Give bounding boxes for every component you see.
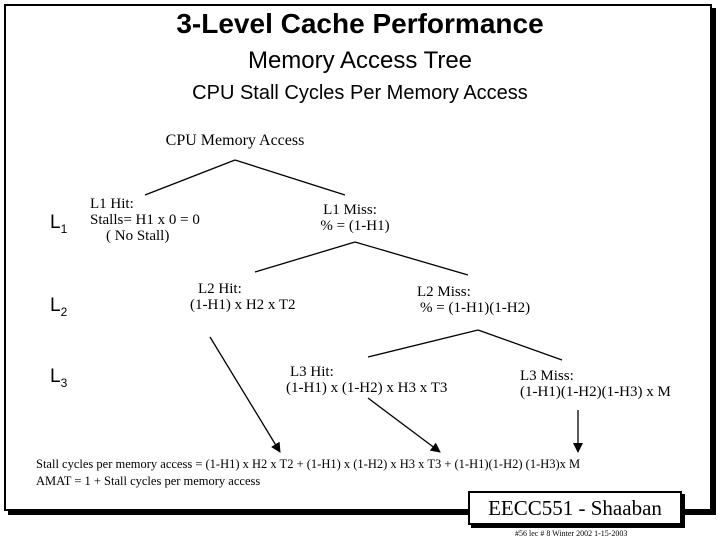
node-l2-miss-label: L2 Miss: [417,284,471,300]
course-badge: EECC551 - Shaaban [468,491,682,525]
amat-formula: AMAT = 1 + Stall cycles per memory acces… [36,474,261,488]
node-l3-hit-label: L3 Hit: [290,364,334,380]
node-l1-hit: L1 Hit: Stalls= H1 x 0 = 0 ( No Stall) [80,196,230,244]
edge-l1miss-l2hit [254,241,356,273]
node-l1-miss-formula: % = (1-H1) [320,217,390,234]
node-l1-hit-label: L1 Hit: [90,196,134,212]
node-l2-miss: L2 Miss: % = (1-H1)(1-H2) [412,284,572,317]
level-label-l3: L3 [50,366,68,390]
slide-title: 3-Level Cache Performance [176,8,544,39]
node-l3-miss: L3 Miss: (1-H1)(1-H2)(1-H3) x M [520,368,700,401]
node-l2-hit-label: L2 Hit: [198,281,242,297]
node-l3-miss-formula: (1-H1)(1-H2)(1-H3) x M [520,383,671,400]
stall-cycles-formula: Stall cycles per memory access = (1-H1) … [36,457,581,471]
edge-root-l1miss [234,159,346,196]
slide-subtitle: Memory Access Tree [247,47,473,74]
node-l1-hit-note: ( No Stall) [106,227,170,244]
node-l2-miss-formula: % = (1-H1)(1-H2) [420,299,531,316]
slide-frame [4,4,712,511]
arrow-l2hit [209,336,281,453]
slide-footer: #56 lec # 8 Winter 2002 1-15-2003 [515,529,628,538]
edge-l2miss-l3hit [367,329,479,358]
node-l1-miss-label: L1 Miss: [323,202,377,218]
edge-root-l1hit [144,159,236,196]
edge-l2miss-l3miss [477,329,563,361]
level-label-l1: L1 [50,212,68,236]
node-l2-hit: L2 Hit: (1-H1) x H2 x T2 [190,281,320,314]
edge-l1miss-l2miss [354,241,469,276]
node-l2-hit-formula: (1-H1) x H2 x T2 [190,296,296,313]
node-l1-miss: L1 Miss: % = (1-H1) [290,202,410,235]
node-l3-hit: L3 Hit: (1-H1) x (1-H2) x H3 x T3 [286,364,476,397]
node-l3-hit-formula: (1-H1) x (1-H2) x H3 x T3 [286,379,448,396]
level-label-l2: L2 [50,295,68,319]
node-l1-hit-formula: Stalls= H1 x 0 = 0 [90,211,200,228]
node-l3-miss-label: L3 Miss: [520,368,574,384]
root-node: CPU Memory Access [165,132,305,149]
arrow-l3hit [367,397,441,453]
slide-subtitle-2: CPU Stall Cycles Per Memory Access [192,82,528,104]
